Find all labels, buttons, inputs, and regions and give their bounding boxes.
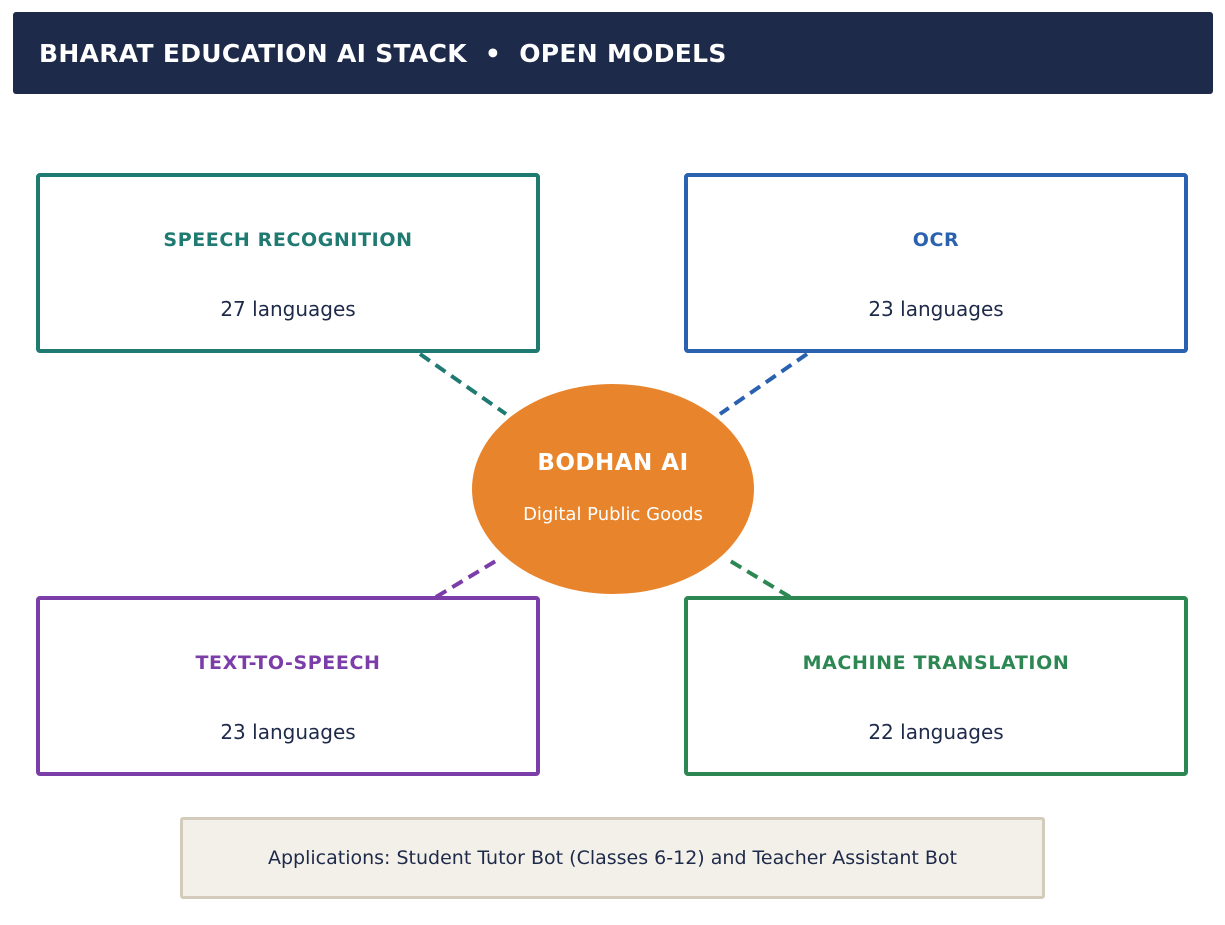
hub-title: BODHAN AI [537, 450, 689, 476]
connector-ocr [718, 352, 809, 416]
connector-speech-recognition [418, 352, 508, 416]
module-card-ocr: OCR 23 languages [684, 173, 1188, 353]
module-title: MACHINE TRANSLATION [802, 652, 1070, 674]
connector-text-to-speech [434, 557, 501, 599]
applications-text: Applications: Student Tutor Bot (Classes… [267, 847, 957, 869]
module-title: SPEECH RECOGNITION [163, 229, 413, 251]
hub-node-bodhan-ai: BODHAN AI Digital Public Goods [472, 384, 754, 594]
module-card-machine-translation: MACHINE TRANSLATION 22 languages [684, 596, 1188, 776]
connector-machine-translation [725, 557, 792, 599]
applications-banner: Applications: Student Tutor Bot (Classes… [180, 817, 1045, 899]
module-title: OCR [912, 229, 960, 251]
module-language-count: 22 languages [868, 720, 1004, 744]
module-card-text-to-speech: TEXT-TO-SPEECH 23 languages [36, 596, 540, 776]
page-title: BHARAT EDUCATION AI STACK [39, 38, 467, 68]
module-language-count: 23 languages [868, 297, 1004, 321]
module-language-count: 23 languages [220, 720, 356, 744]
page-header: BHARAT EDUCATION AI STACK • OPEN MODELS [13, 12, 1213, 94]
module-language-count: 27 languages [220, 297, 356, 321]
module-title: TEXT-TO-SPEECH [195, 652, 381, 674]
module-card-speech-recognition: SPEECH RECOGNITION 27 languages [36, 173, 540, 353]
hub-subtitle: Digital Public Goods [523, 504, 703, 525]
title-separator: • [484, 38, 502, 68]
page-subtitle: OPEN MODELS [519, 38, 727, 68]
